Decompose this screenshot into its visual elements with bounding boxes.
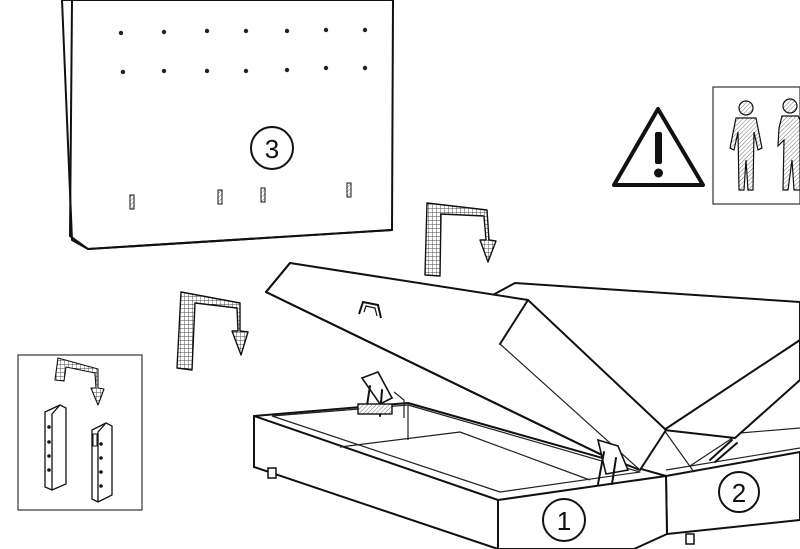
gas-lift-hinge-icon-right [709, 439, 738, 463]
bed-base-left: 1 [253, 262, 668, 549]
headboard-tufting-buttons [118, 27, 368, 75]
bracket-part-a [44, 404, 67, 491]
person-female-icon [777, 98, 800, 191]
mounting-bracket-icon [17, 354, 143, 511]
headboard: 3 [61, 0, 394, 250]
warning-triangle-icon [612, 107, 705, 187]
label-base-right-number: 2 [732, 478, 746, 508]
person-male-icon [729, 100, 763, 191]
gas-lift-hinge-icon-front [596, 438, 630, 485]
label-headboard: 3 [250, 126, 294, 170]
headboard-slots [129, 182, 352, 210]
bracket-part-b [91, 422, 113, 503]
insert-arrow-icon-headboard [424, 202, 497, 277]
two-people-icon [712, 86, 800, 205]
label-base-left-number: 1 [557, 506, 571, 536]
lid-handle-icon [358, 300, 382, 319]
label-base-right: 2 [718, 471, 760, 513]
gas-lift-hinge-icon-left [357, 371, 405, 418]
insert-arrow-icon-left [176, 291, 249, 371]
label-base-left: 1 [542, 498, 586, 542]
label-headboard-number: 3 [265, 134, 279, 164]
